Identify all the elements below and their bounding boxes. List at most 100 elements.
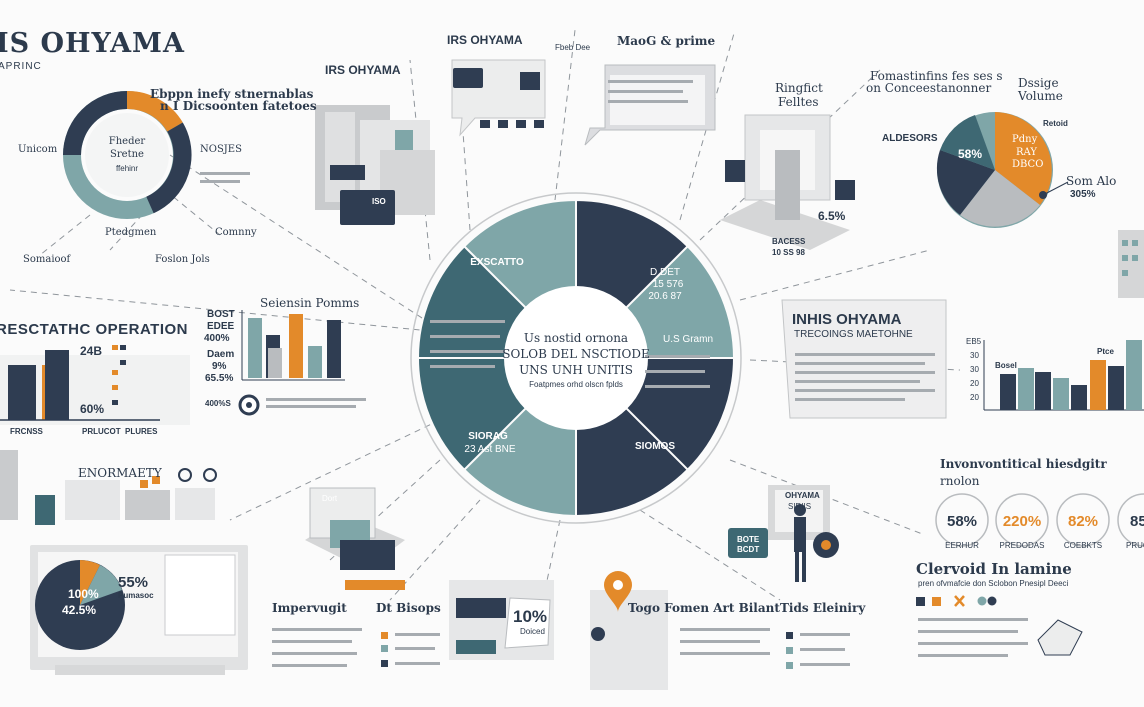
label-somaioof: Somaioof (23, 254, 71, 265)
top-mid-icon-label: ISO (372, 197, 386, 206)
mid-chart-lbl-2: EDEE (207, 321, 235, 332)
bottom-mid-caption: Doiced (520, 627, 545, 636)
center-seg-bottom-left-2: 23 Ast BNE (464, 444, 516, 455)
env-stat-label-3: PRUCAS (1126, 541, 1144, 550)
placeholder-text-lines (200, 80, 1028, 667)
top-note-card (584, 64, 716, 146)
label-unicom: Unicom (18, 144, 58, 155)
bottom-bubble-title: Togo Fomen Art Bilant (628, 601, 780, 615)
bottom-right-icons (916, 595, 1083, 656)
env-stat-value-1: 220% (1002, 513, 1042, 530)
mid-chart-lbl-1: BOST (207, 309, 235, 320)
left-operation-label-1: PRLUCOT (82, 427, 121, 436)
bottom-computer (305, 487, 405, 590)
center-seg-top-right-1: D DET (650, 267, 680, 278)
bottom-mid-card (449, 580, 554, 660)
mid-chart-lbl-6: 65.5% (205, 373, 234, 384)
right-chart-axis-0: EB5 (966, 337, 982, 346)
bottom-left-pie-v1: 100% (68, 587, 99, 601)
center-line-4: Foatpmes orhd olscn fplds (529, 380, 623, 389)
env-stat-label-2: COEBKTS (1063, 541, 1103, 550)
top-right-box-title-1: Ringfict (775, 81, 823, 95)
bottom-right-line: pren ofvmafcie don Sclobon Pnesipl Deeci (918, 579, 1069, 588)
bottom-left-side-v2: Pumasoc (118, 591, 154, 600)
bottom-left-pie-card (30, 545, 248, 675)
env-stat-label-0: EERHUR (945, 541, 979, 550)
top-mag-title: MaoG & prime (617, 34, 716, 48)
right-chart-axis-3: 20 (970, 379, 979, 388)
env-title-2: rnolon (940, 474, 980, 488)
env-circles (935, 493, 1144, 547)
label-aldesors: ALDESORS (882, 133, 938, 144)
label-nos: NOSJES (200, 144, 242, 155)
right-mid-subtitle: TRECOINGS MAETOHNE (794, 329, 913, 340)
pie-callout-2: 305% (1070, 189, 1096, 200)
env-stat-value-0: 58% (946, 513, 978, 530)
top-right-pie (936, 112, 1069, 228)
bottom-right-title: Clervoid In lamine (916, 560, 1072, 578)
label-foslon: Foslon Jols (155, 254, 210, 265)
bottom-title-2: Dt Bisops (376, 601, 441, 615)
ring-label-1: Fheder (108, 136, 146, 147)
top-left-title-1: Ebppn inefy stnernablas (150, 87, 314, 101)
bottom-left-pie-v2: 42.5% (62, 603, 97, 617)
left-operation-label-0: FRCNSS (10, 427, 43, 436)
ring-label-2: Sretne (110, 149, 144, 160)
bottom-computer-box: Dort (322, 494, 338, 503)
right-chart-axis-1: 30 (970, 351, 979, 360)
bottom-left-factory (0, 450, 217, 525)
right-mid-title: INHIS OHYAMA (792, 311, 902, 328)
top-right-box-pct: 6.5% (818, 209, 846, 223)
man-box-1: BOTE (737, 535, 760, 544)
bottom-man-sign (728, 485, 839, 582)
middle-bar-chart (238, 310, 345, 416)
right-chart-label-1: Bosel (995, 361, 1017, 370)
mid-chart-lbl-4: Daem (207, 349, 235, 360)
mid-chart-lbl-3: 400% (204, 333, 230, 344)
left-operation-n2: 60% (80, 402, 105, 416)
pie-inner-3: DBCO (1012, 159, 1044, 170)
bottom-title-1: Impervugit (272, 601, 347, 615)
mid-chart-lbl-5: 9% (212, 361, 227, 372)
top-right-box-caption-1: BACESS (772, 237, 806, 246)
right-chart-axis-2: 30 (970, 365, 979, 374)
top-mid-title: IRS OHYAMA (325, 63, 401, 77)
center-seg-top-right-3: 20.6 87 (648, 291, 682, 302)
pie-label: Dssige (1018, 76, 1059, 90)
left-operation-label-2: PLURES (125, 427, 158, 436)
top-machine-illustration (315, 105, 435, 225)
mid-chart-caption: 400%S (205, 399, 231, 408)
right-chart-axis-4: 20 (970, 393, 979, 402)
label-company: Comnny (215, 227, 257, 238)
right-building (1118, 230, 1144, 298)
bottom-bubble-right-title: Tids Eleiniry (780, 601, 866, 615)
center-seg-bottom-left-1: SIORAG (468, 431, 508, 442)
mid-chart-title: Seiensin Pomms (260, 296, 360, 310)
center-seg-right: U.S Gramn (662, 334, 714, 345)
pie-callout-1: Som Alo (1066, 174, 1117, 188)
pie-pct-1: 58% (958, 147, 983, 161)
pie-label-2: Volume (1018, 89, 1063, 103)
header-subtitle: APRINC (0, 61, 42, 72)
top-right-machine (720, 114, 855, 250)
center-line-2: SOLOB DEL NSCTIODE (502, 347, 650, 361)
center-seg-bottom-right: SIOMOS (634, 441, 676, 452)
center-line-3: UNS UNH UNITIS (519, 363, 633, 377)
left-operation-n1: 24B (80, 344, 103, 358)
bottom-legend-squares (381, 632, 793, 669)
bottom-left-label: ENORMAETY (78, 466, 162, 480)
left-operation-title: RESCTATHC OPERATION (0, 321, 188, 338)
top-left-ring (63, 90, 192, 219)
label-ptedgmen: Ptedgmen (105, 227, 157, 238)
env-stat-value-3: 85 (1130, 513, 1144, 530)
right-bar-chart (983, 340, 1144, 411)
pie-inner-2: RAY (1016, 147, 1037, 158)
pie-pct-2: Retoid (1043, 119, 1068, 128)
right-info-panel (781, 299, 947, 419)
sign-text-2: SIRIIS (788, 502, 812, 511)
bottom-mid-pct: 10% (513, 607, 548, 626)
sign-text-1: OHYAMA (785, 491, 820, 500)
top-right-box-title-2: Felltes (778, 95, 819, 109)
top-left-title-2: n I Dicsoonten fatetoes (160, 99, 317, 113)
